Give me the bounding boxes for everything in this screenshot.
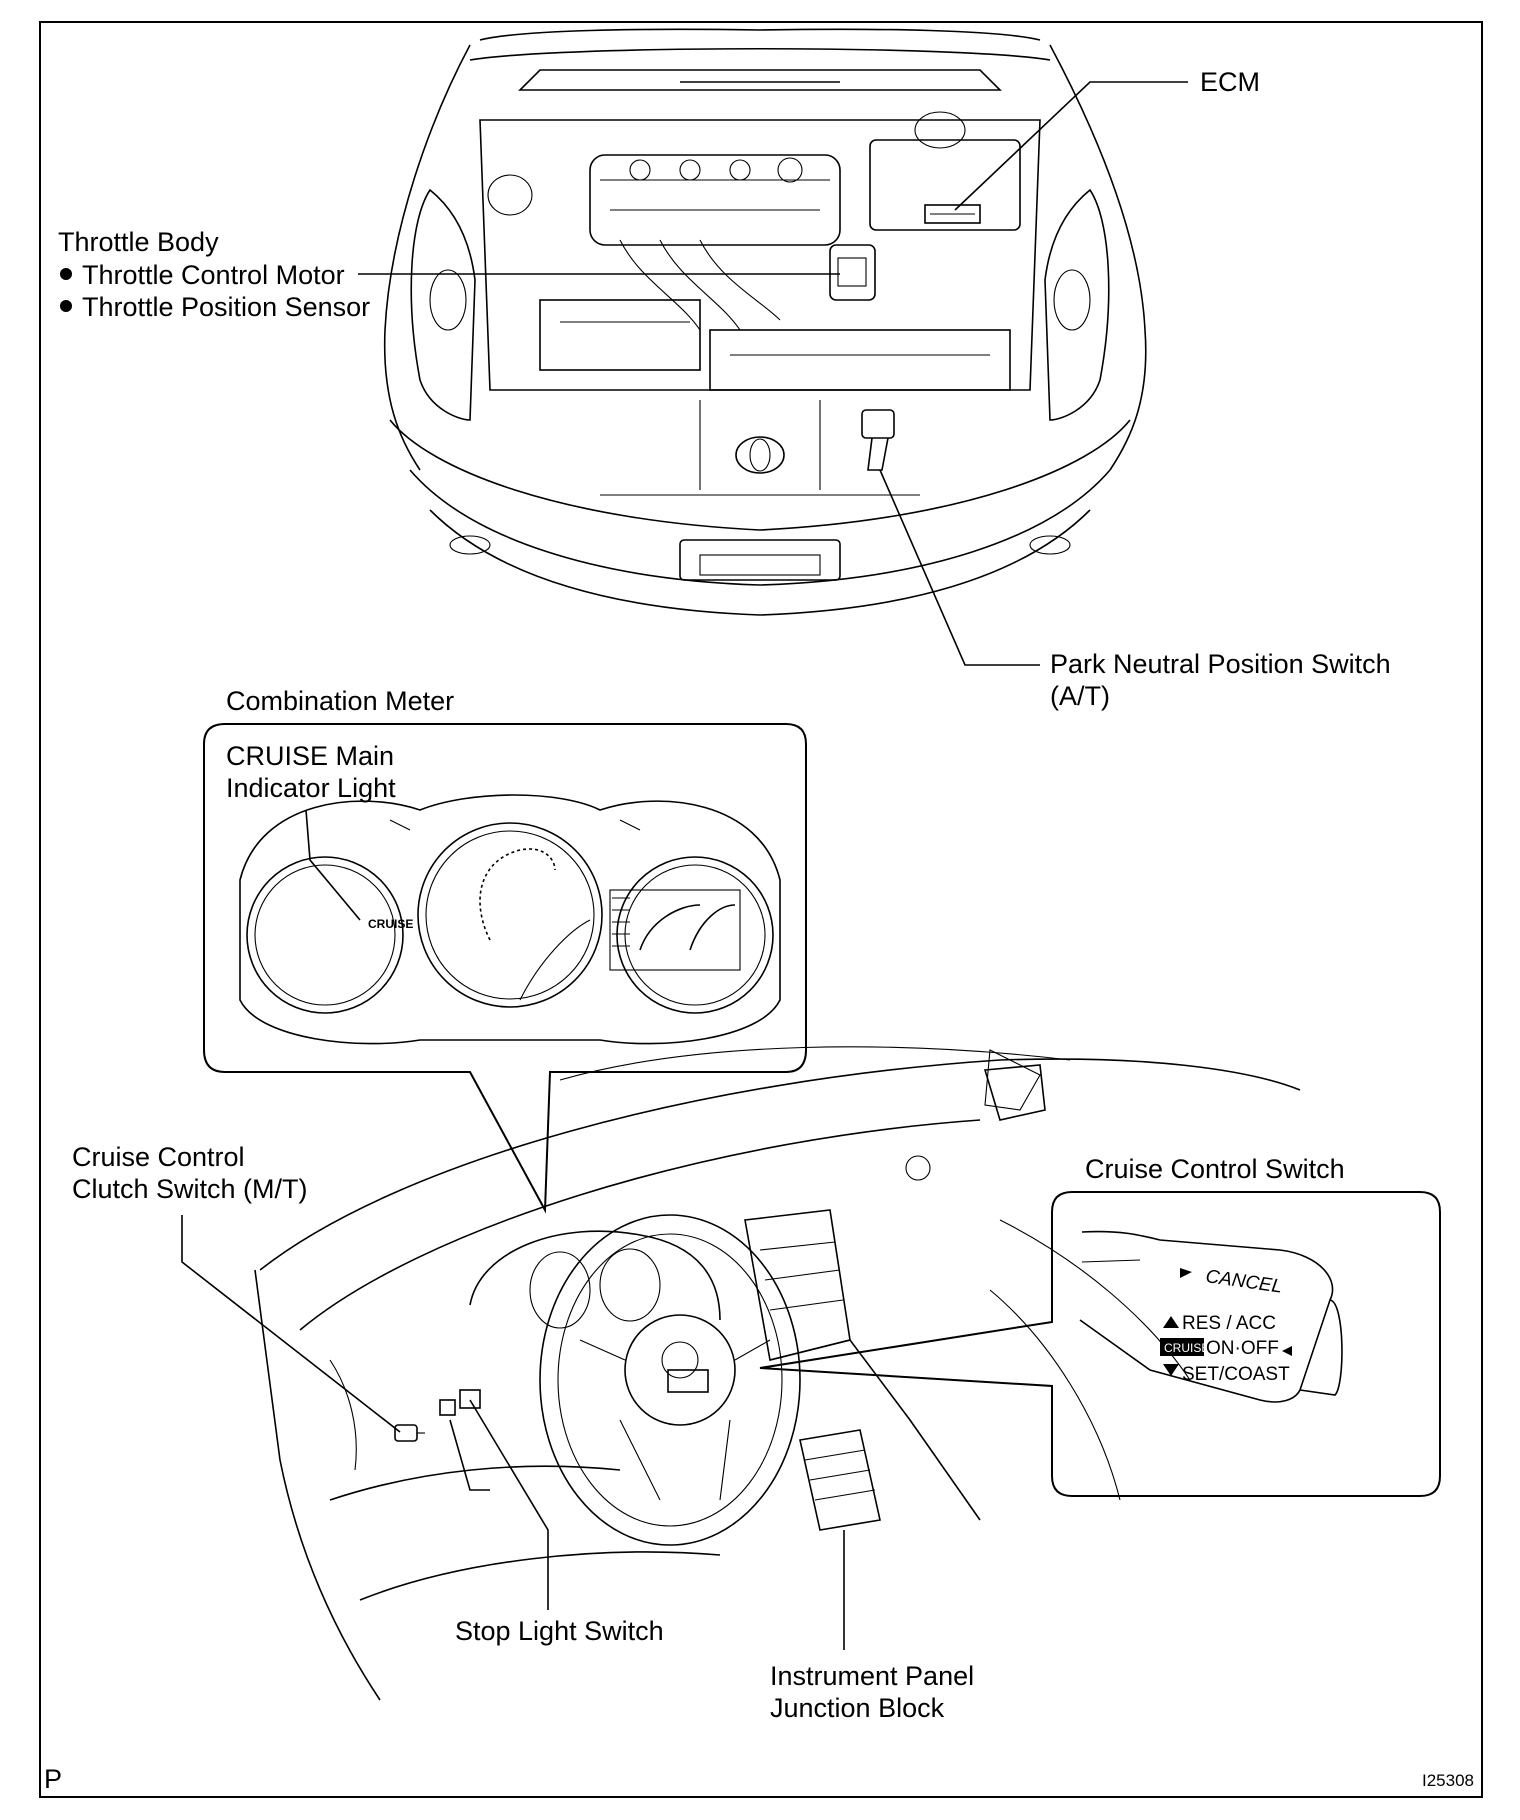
cruise-main-indicator-label: CRUISE Main: [226, 741, 394, 771]
cruise-control-switch-label: Cruise Control Switch: [1085, 1154, 1345, 1184]
ecm-label: ECM: [1200, 67, 1260, 97]
switch-cancel-text: CANCEL: [1204, 1266, 1283, 1298]
cruise-clutch-switch-label: Cruise Control: [72, 1142, 245, 1172]
clutch-switch-leader: [181, 1215, 401, 1433]
stop-light-leader: [469, 1399, 549, 1610]
junction-block-label-sub: Junction Block: [770, 1693, 945, 1723]
meter-callout-box: [203, 723, 807, 1214]
park-neutral-label: Park Neutral Position Switch: [1050, 649, 1391, 679]
throttle-control-motor-label: Throttle Control Motor: [82, 260, 345, 290]
cruise-main-indicator-label-sub: Indicator Light: [226, 773, 396, 803]
cruise-gauge-text: CRUISE: [368, 917, 413, 931]
junction-block-label: Instrument Panel: [770, 1661, 974, 1691]
switch-callout-box: [759, 1191, 1441, 1497]
res-acc-arrow-icon: [1163, 1316, 1179, 1328]
car-front-illustration: [383, 28, 1147, 616]
switch-set-coast-text: SET/COAST: [1182, 1364, 1290, 1385]
switch-cruise-badge-text: CRUISE: [1164, 1341, 1209, 1355]
interior-dashboard-illustration: [254, 1046, 1301, 1701]
bullet-icon: [60, 300, 72, 312]
throttle-body-label: Throttle Body: [58, 227, 219, 257]
cancel-arrow-icon: [1180, 1268, 1192, 1278]
cruise-switch-illustration: [1079, 1230, 1343, 1403]
bullet-icon: [60, 268, 72, 280]
figure-frame: [39, 21, 1483, 1798]
switch-on-off-text: ON·OFF: [1206, 1338, 1279, 1359]
combination-meter-label: Combination Meter: [226, 686, 454, 716]
switch-res-acc-text: RES / ACC: [1182, 1313, 1276, 1334]
ecm-leader: [954, 81, 1188, 211]
throttle-position-sensor-label: Throttle Position Sensor: [82, 292, 370, 322]
figure-id: I25308: [1422, 1771, 1474, 1790]
cruise-badge: [1160, 1338, 1204, 1356]
corner-mark-p: P: [44, 1764, 62, 1794]
park-neutral-leader: [879, 469, 1040, 666]
cruise-indicator-leader: [305, 809, 361, 921]
park-neutral-label-sub: (A/T): [1050, 681, 1110, 711]
combination-meter-illustration: [239, 794, 781, 1045]
on-off-arrow-icon: [1282, 1346, 1292, 1356]
cruise-clutch-switch-label-sub: Clutch Switch (M/T): [72, 1174, 308, 1204]
set-coast-arrow-icon: [1163, 1364, 1179, 1376]
stop-light-switch-label: Stop Light Switch: [455, 1616, 664, 1646]
